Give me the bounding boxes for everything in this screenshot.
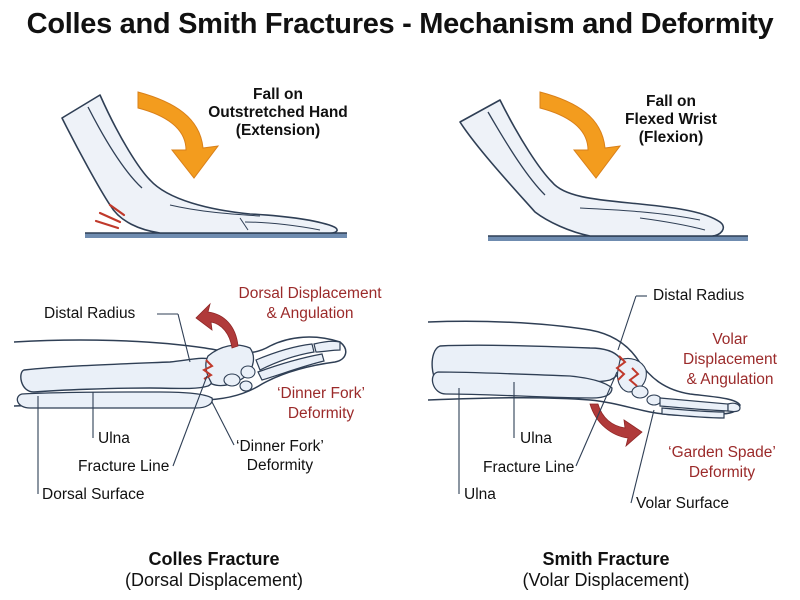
smith-label-volar-surface: Volar Surface (636, 495, 730, 512)
colles-red-deformity-line-1: ‘Dinner Fork’ (277, 385, 365, 402)
colles-fracture-illustration (13, 302, 347, 494)
left-ground-surface (85, 233, 347, 238)
left-mechanism-line-2: Outstretched Hand (208, 104, 348, 121)
colles-caption-title: Colles Fracture (148, 549, 280, 569)
colles-label-dorsal-surface: Dorsal Surface (42, 486, 145, 503)
right-ground-surface (488, 236, 748, 241)
smith-red-displacement-line-3: & Angulation (686, 371, 774, 388)
right-mechanism-label: Fall on Flexed Wrist (Flexion) (618, 93, 724, 147)
colles-label-dinner-fork-callout: ‘Dinner Fork’ Deformity (236, 437, 324, 475)
left-mechanism-label: Fall on Outstretched Hand (Extension) (204, 86, 352, 140)
colles-red-deformity-line-2: Deformity (287, 405, 355, 422)
left-impact-marks (94, 203, 126, 230)
left-mechanism-line-1: Fall on (253, 86, 303, 103)
smith-caption-title: Smith Fracture (542, 549, 670, 569)
right-fall-arrow (539, 91, 622, 179)
colles-caption: Colles Fracture (Dorsal Displacement) (100, 549, 328, 591)
smith-red-garden-spade: ‘Garden Spade’ Deformity (662, 443, 782, 483)
right-mechanism-line-1: Fall on (646, 93, 696, 110)
colles-red-dinner-fork: ‘Dinner Fork’ Deformity (272, 384, 370, 424)
smith-ulna-bone (431, 371, 613, 399)
left-fall-illustration (61, 91, 347, 238)
left-fall-arrow (137, 91, 220, 179)
right-mechanism-line-2: Flexed Wrist (625, 111, 717, 128)
colles-label-ulna: Ulna (98, 430, 130, 447)
colles-ulna-bone (16, 391, 213, 409)
colles-callout-line-1: ‘Dinner Fork’ (236, 438, 324, 455)
smith-red-displacement-line-1: Volar (712, 331, 748, 348)
smith-red-deformity-line-1: ‘Garden Spade’ (668, 444, 776, 461)
colles-red-displacement-line-2: & Angulation (266, 305, 354, 322)
right-fall-illustration (459, 91, 748, 241)
smith-volar-arrow (589, 403, 643, 448)
smith-label-ulna-upper: Ulna (520, 430, 552, 447)
smith-fracture-zigzag (615, 355, 627, 381)
colles-label-distal-radius: Distal Radius (44, 305, 136, 322)
left-mechanism-line-3: (Extension) (235, 122, 321, 139)
page-title: Colles and Smith Fractures - Mechanism a… (26, 8, 774, 40)
smith-label-fracture-line: Fracture Line (483, 459, 575, 476)
smith-caption: Smith Fracture (Volar Displacement) (502, 549, 710, 591)
smith-forearm-outline (427, 320, 741, 417)
colles-red-displacement-line-1: Dorsal Displacement (238, 285, 382, 302)
colles-callout-line-2: Deformity (246, 457, 314, 474)
smith-fracture-illustration (427, 295, 741, 504)
right-mechanism-line-3: (Flexion) (638, 129, 704, 146)
smith-caption-subtitle: (Volar Displacement) (522, 570, 690, 590)
smith-red-volar-displacement: Volar Displacement & Angulation (680, 330, 780, 390)
smith-label-ulna-lower: Ulna (464, 486, 496, 503)
colles-caption-subtitle: (Dorsal Displacement) (124, 570, 304, 590)
colles-red-dorsal-displacement: Dorsal Displacement & Angulation (232, 284, 388, 324)
smith-label-distal-radius: Distal Radius (653, 287, 745, 304)
smith-red-deformity-line-2: Deformity (688, 464, 756, 481)
colles-dorsal-arrow (195, 302, 239, 349)
colles-label-fracture-line: Fracture Line (78, 458, 170, 475)
colles-radius-bone (20, 357, 217, 393)
smith-red-displacement-line-2: Displacement (683, 351, 777, 368)
colles-fracture-zigzag (202, 359, 214, 380)
